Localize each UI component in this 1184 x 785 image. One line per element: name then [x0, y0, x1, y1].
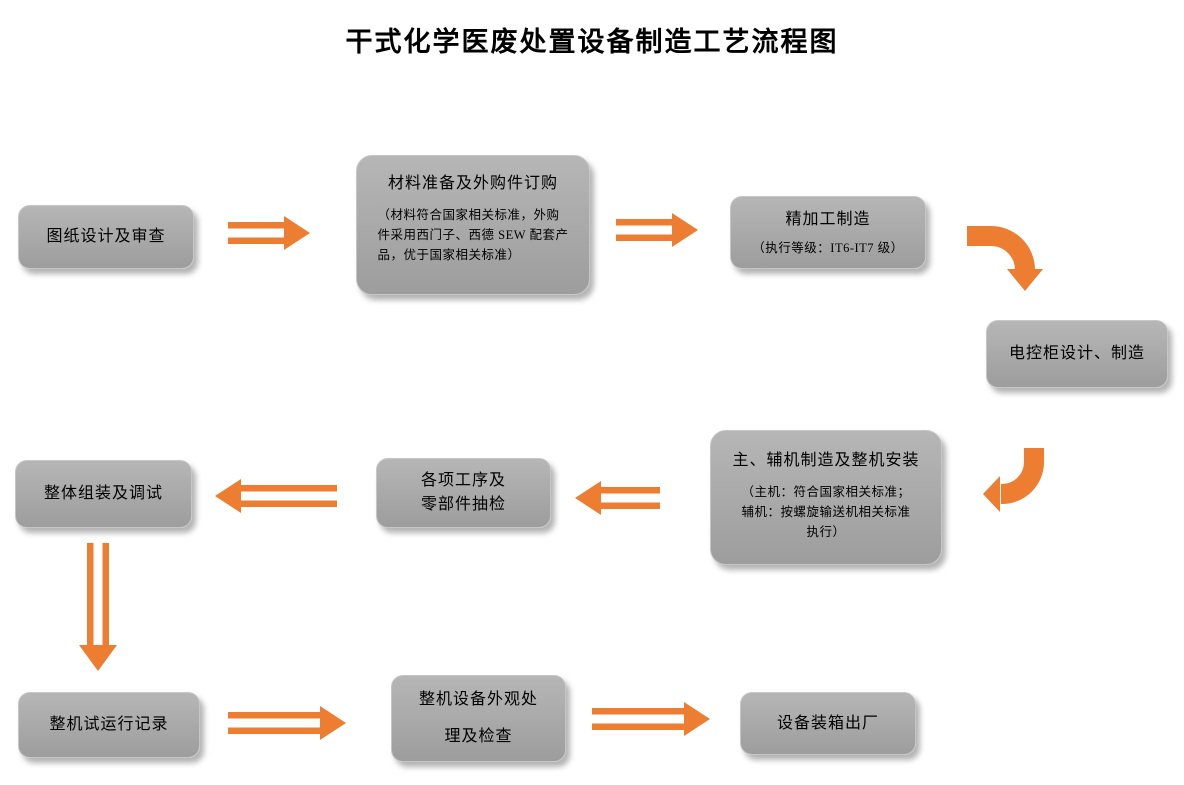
- flow-node-control-cabinet-design: 电控柜设计、制造: [986, 320, 1168, 388]
- curved-arrow-left-icon: [983, 448, 1044, 512]
- node-label: 各项工序及 零部件抽检: [420, 472, 506, 513]
- arrow-left-icon: [215, 479, 337, 513]
- arrow-shaft: [228, 712, 320, 734]
- arrow-shaft: [241, 485, 337, 507]
- node-note: （执行等级：IT6-IT7 级）: [752, 240, 904, 255]
- arrow-right-icon: [228, 706, 346, 740]
- node-label: 主、辅机制造及整机安装: [732, 452, 920, 469]
- arrow-head: [215, 479, 241, 513]
- node-label: 整体组装及调试: [43, 485, 163, 502]
- arrow-head: [284, 216, 310, 250]
- flow-node-precision-machining: 精加工制造 （执行等级：IT6-IT7 级）: [730, 196, 926, 269]
- node-label: 设备装箱出厂: [776, 714, 879, 732]
- arrow-shaft: [601, 487, 660, 509]
- arrow-right-icon: [616, 213, 698, 247]
- arrow-head: [575, 481, 601, 515]
- node-label: 电控柜设计、制造: [1008, 345, 1145, 362]
- arrow-head: [320, 706, 346, 740]
- arrow-down-icon: [79, 543, 117, 671]
- arrow-shaft: [228, 222, 284, 244]
- flow-node-packing-delivery: 设备装箱出厂: [740, 692, 916, 755]
- arrow-head: [79, 645, 117, 671]
- node-label: 图纸设计及审查: [46, 228, 166, 245]
- flow-node-appearance-treatment-inspection: 整机设备外观处 理及检查: [391, 675, 566, 762]
- diagram-title: 干式化学医废处置设备制造工艺流程图: [345, 27, 839, 57]
- node-label: 材料准备及外购件订购: [387, 175, 558, 192]
- arrow-shaft: [592, 708, 684, 730]
- arrow-head: [672, 213, 698, 247]
- flow-node-drawing-design-review: 图纸设计及审查: [18, 205, 194, 269]
- flow-node-material-preparation: 材料准备及外购件订购 （材料符合国家相关标准，外购 件采用西门子、西德 SEW …: [356, 155, 590, 295]
- node-label: 整机设备外观处 理及检查: [418, 690, 538, 745]
- curved-arrow-down-icon: [967, 226, 1043, 291]
- flow-node-process-sampling-inspection: 各项工序及 零部件抽检: [376, 458, 551, 528]
- node-label: 整机试运行记录: [49, 716, 169, 733]
- arrow-left-icon: [575, 481, 660, 515]
- arrow-right-icon: [592, 702, 710, 736]
- node-note: （主机：符合国家相关标准； 辅机：按螺旋输送机相关标准 执行）: [741, 485, 911, 539]
- flow-node-main-aux-machine-assembly: 主、辅机制造及整机安装 （主机：符合国家相关标准； 辅机：按螺旋输送机相关标准 …: [710, 430, 942, 565]
- node-note: （材料符合国家相关标准，外购 件采用西门子、西德 SEW 配套产 品，优于国家相…: [377, 208, 569, 262]
- arrow-head: [684, 702, 710, 736]
- arrow-shaft: [87, 543, 109, 645]
- arrow-right-icon: [228, 216, 310, 250]
- flow-node-trial-run-record: 整机试运行记录: [18, 692, 200, 758]
- node-label: 精加工制造: [785, 210, 871, 228]
- flow-node-overall-assembly-debugging: 整体组装及调试: [15, 460, 192, 528]
- arrow-shaft: [616, 219, 672, 241]
